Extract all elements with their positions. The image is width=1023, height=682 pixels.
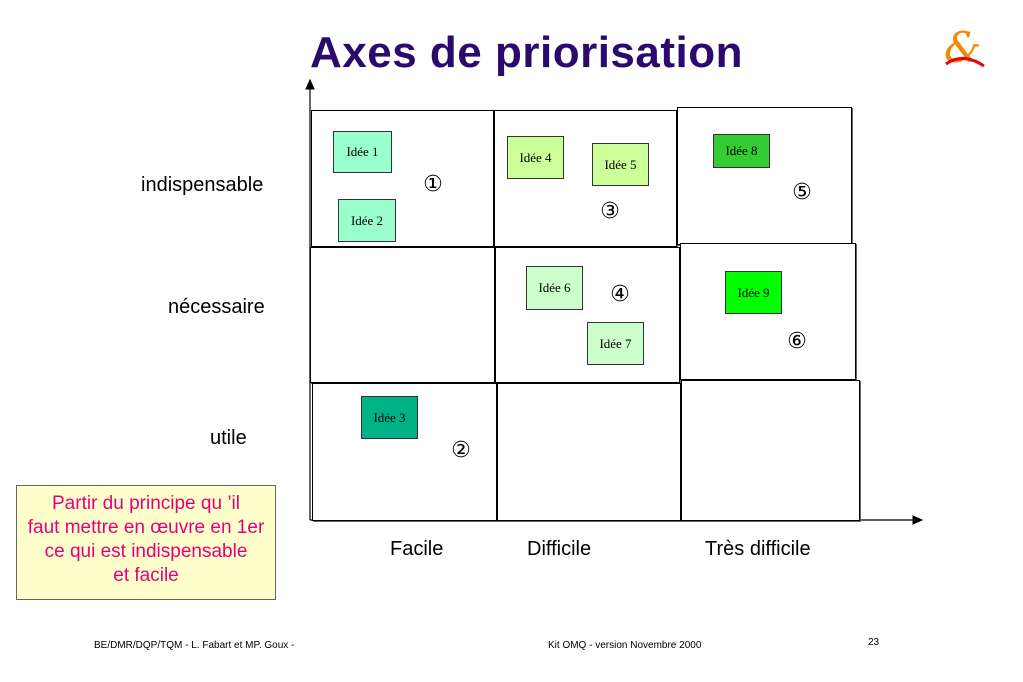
sequence-step-4: ④ bbox=[610, 282, 630, 307]
note-line-2: faut mettre en œuvre en 1er bbox=[27, 517, 265, 538]
footer-authors: BE/DMR/DQP/TQM - L. Fabart et MP. Goux - bbox=[94, 640, 295, 651]
idea-2: Idée 2 bbox=[338, 199, 396, 242]
footer-page-number: 23 bbox=[868, 637, 880, 648]
idea-4: Idée 4 bbox=[507, 136, 564, 179]
logo-glyph: & bbox=[944, 23, 981, 72]
ampersand-logo-icon: & bbox=[938, 22, 988, 77]
cell-necessaire-facile bbox=[310, 247, 495, 383]
idea-1: Idée 1 bbox=[333, 131, 392, 173]
cell-utile-difficile bbox=[497, 383, 681, 521]
idea-3: Idée 3 bbox=[361, 396, 418, 439]
idea-8: Idée 8 bbox=[713, 134, 770, 168]
note-line-4: et facile bbox=[113, 565, 179, 586]
footer-kit-version: Kit OMQ - version Novembre 2000 bbox=[548, 640, 702, 651]
sequence-step-6: ⑥ bbox=[787, 329, 807, 354]
sequence-step-5: ⑤ bbox=[792, 180, 812, 205]
note-line-3: ce qui est indispensable bbox=[44, 541, 248, 562]
x-label-difficile: Difficile bbox=[527, 538, 592, 560]
logo-swoosh bbox=[945, 57, 985, 68]
sequence-step-3: ③ bbox=[600, 199, 620, 224]
principle-note: Partir du principe qu ’il faut mettre en… bbox=[16, 485, 276, 600]
idea-6: Idée 6 bbox=[526, 266, 583, 310]
page-title: Axes de priorisation bbox=[310, 28, 744, 77]
x-label-tres-difficile: Très difficile bbox=[705, 538, 811, 560]
idea-7: Idée 7 bbox=[587, 322, 644, 365]
sequence-step-1: ① bbox=[423, 172, 443, 197]
cell-utile-tres-difficile bbox=[681, 380, 860, 521]
sequence-step-2: ② bbox=[451, 438, 471, 463]
idea-5: Idée 5 bbox=[592, 143, 649, 186]
cell-indispensable-tres-difficile bbox=[677, 107, 852, 245]
logo-svg: & bbox=[944, 23, 985, 72]
y-label-necessaire: nécessaire bbox=[168, 296, 265, 318]
y-label-utile: utile bbox=[210, 427, 247, 449]
note-line-1: Partir du principe qu ’il bbox=[52, 493, 240, 514]
x-label-facile: Facile bbox=[390, 538, 444, 560]
idea-9: Idée 9 bbox=[725, 271, 782, 314]
y-label-indispensable: indispensable bbox=[141, 174, 264, 196]
